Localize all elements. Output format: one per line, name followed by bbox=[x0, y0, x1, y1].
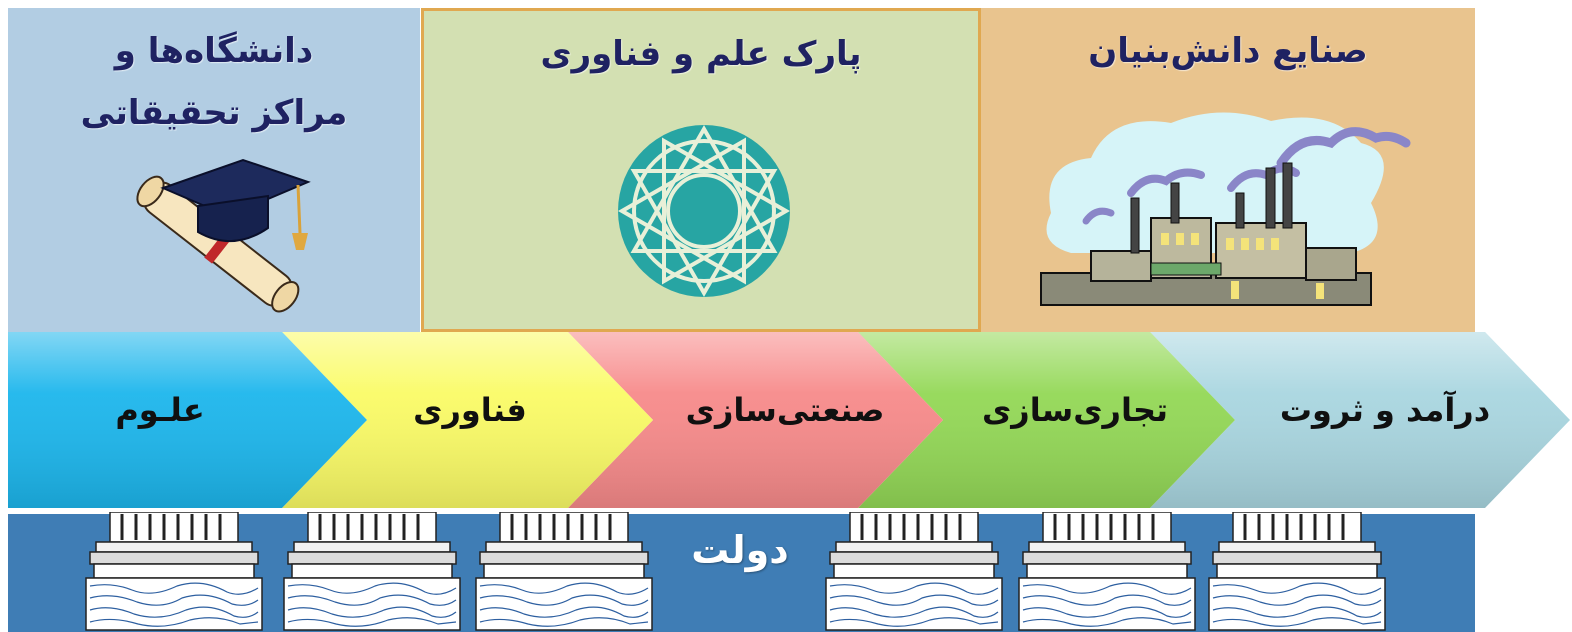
science-park-title: پارک علم و فناوری bbox=[540, 34, 862, 74]
science-park-panel: پارک علم و فناوری bbox=[421, 8, 981, 332]
industries-title: صنایع دانش‌بنیان bbox=[1088, 31, 1368, 71]
greek-column-icon bbox=[1207, 512, 1387, 632]
science-park-logo-icon bbox=[617, 124, 791, 298]
chain-label-industrialization: صنعتی‌سازی bbox=[685, 391, 885, 429]
chevron-sciences bbox=[8, 332, 367, 508]
greek-column-icon bbox=[824, 512, 1004, 632]
chevron-technology bbox=[282, 332, 653, 508]
universities-title-line1: دانشگاه‌ها و bbox=[114, 31, 314, 71]
greek-column-icon bbox=[474, 512, 654, 632]
chain-label-commercialization: تجاری‌سازی bbox=[981, 391, 1169, 429]
chevron-commercialization bbox=[858, 332, 1235, 508]
chain-label-revenue-wealth: درآمد و ثروت bbox=[1279, 391, 1491, 429]
factory-icon bbox=[1040, 112, 1411, 306]
universities-title-line2: مراکز تحقیقاتی bbox=[80, 93, 348, 133]
government-label: دولت bbox=[691, 528, 789, 572]
graduation-cap-diploma-icon bbox=[136, 158, 311, 313]
greek-column-icon bbox=[282, 512, 462, 632]
chevron-industrialization bbox=[568, 332, 943, 508]
chain-label-technology: فناوری bbox=[413, 391, 527, 429]
chain-label-sciences: علـوم bbox=[115, 391, 205, 429]
universities-panel: دانشگاه‌ها و مراکز تحقیقاتی bbox=[8, 8, 420, 332]
value-chain bbox=[8, 332, 1570, 508]
greek-column-icon bbox=[1017, 512, 1197, 632]
industries-panel: صنایع دانش‌بنیان bbox=[981, 8, 1475, 332]
greek-column-icon bbox=[84, 512, 264, 632]
chevron-revenue-wealth bbox=[1150, 332, 1570, 508]
